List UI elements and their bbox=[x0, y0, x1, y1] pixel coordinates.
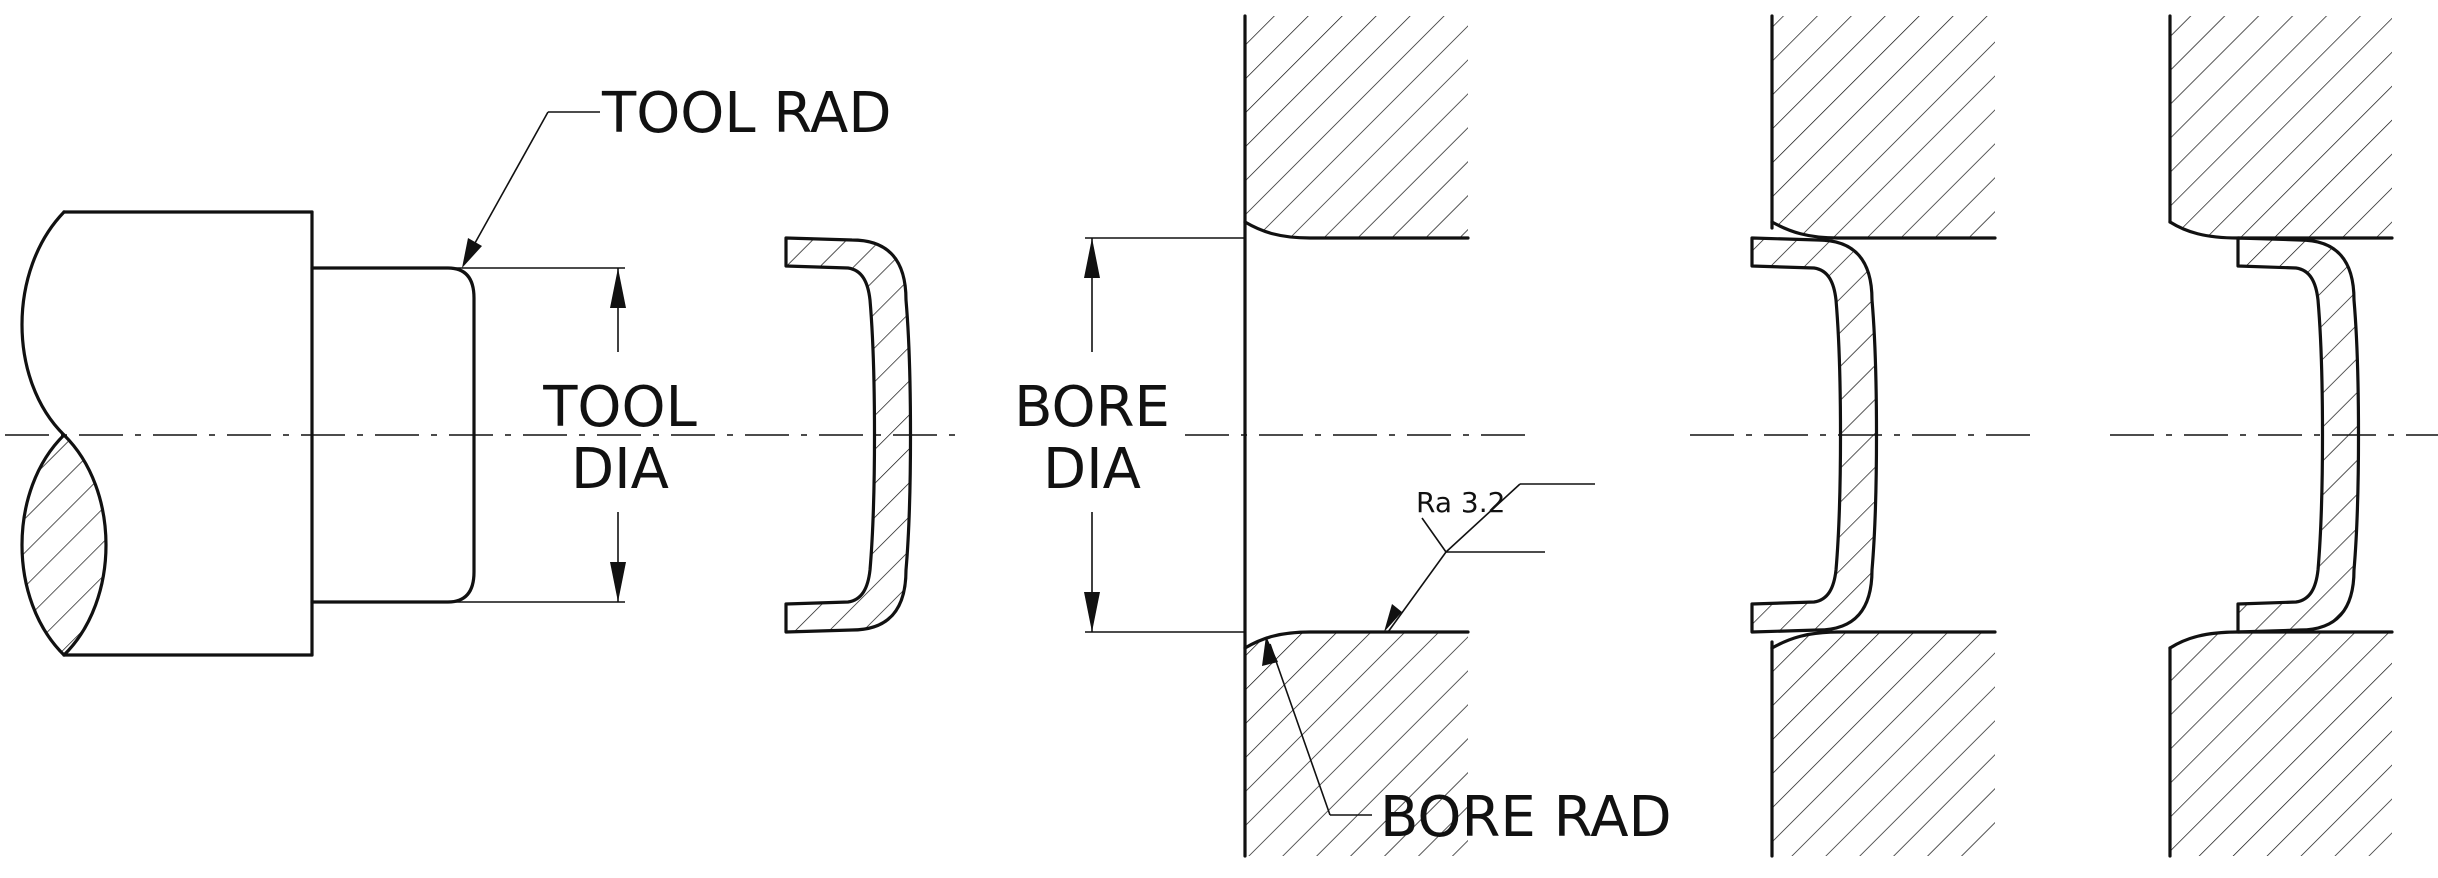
tool-shaft bbox=[20, 210, 476, 657]
bore-dia-label-line1: BORE bbox=[1014, 375, 1170, 440]
surface-finish-symbol bbox=[1384, 483, 1595, 633]
assembly-2 bbox=[2168, 14, 2394, 858]
surface-finish-label: Ra 3.2 bbox=[1416, 486, 1505, 519]
bore-main bbox=[1243, 14, 1470, 858]
assembly-2-head bbox=[2236, 236, 2361, 634]
tool-dia-label-line2: DIA bbox=[571, 437, 669, 502]
tool-rad-leader bbox=[462, 111, 600, 268]
tool-rad-label: TOOL RAD bbox=[601, 81, 891, 146]
bore-dia-dimension bbox=[1084, 237, 1245, 633]
bore-rad-leader bbox=[1262, 636, 1372, 816]
tool-head bbox=[310, 266, 476, 604]
assembly-1-head bbox=[1750, 236, 1879, 634]
shaft-break-hatch bbox=[22, 435, 106, 655]
tool-dia-label-line1: TOOL bbox=[542, 375, 697, 440]
shaft-break-outline-right bbox=[62, 433, 108, 657]
tool-head-section bbox=[784, 236, 913, 634]
tool-dia-dimension bbox=[455, 267, 626, 603]
bore-dia-label-line2: DIA bbox=[1043, 437, 1141, 502]
bore-rad-label: BORE RAD bbox=[1380, 785, 1672, 850]
assembly-1 bbox=[1750, 14, 1997, 858]
